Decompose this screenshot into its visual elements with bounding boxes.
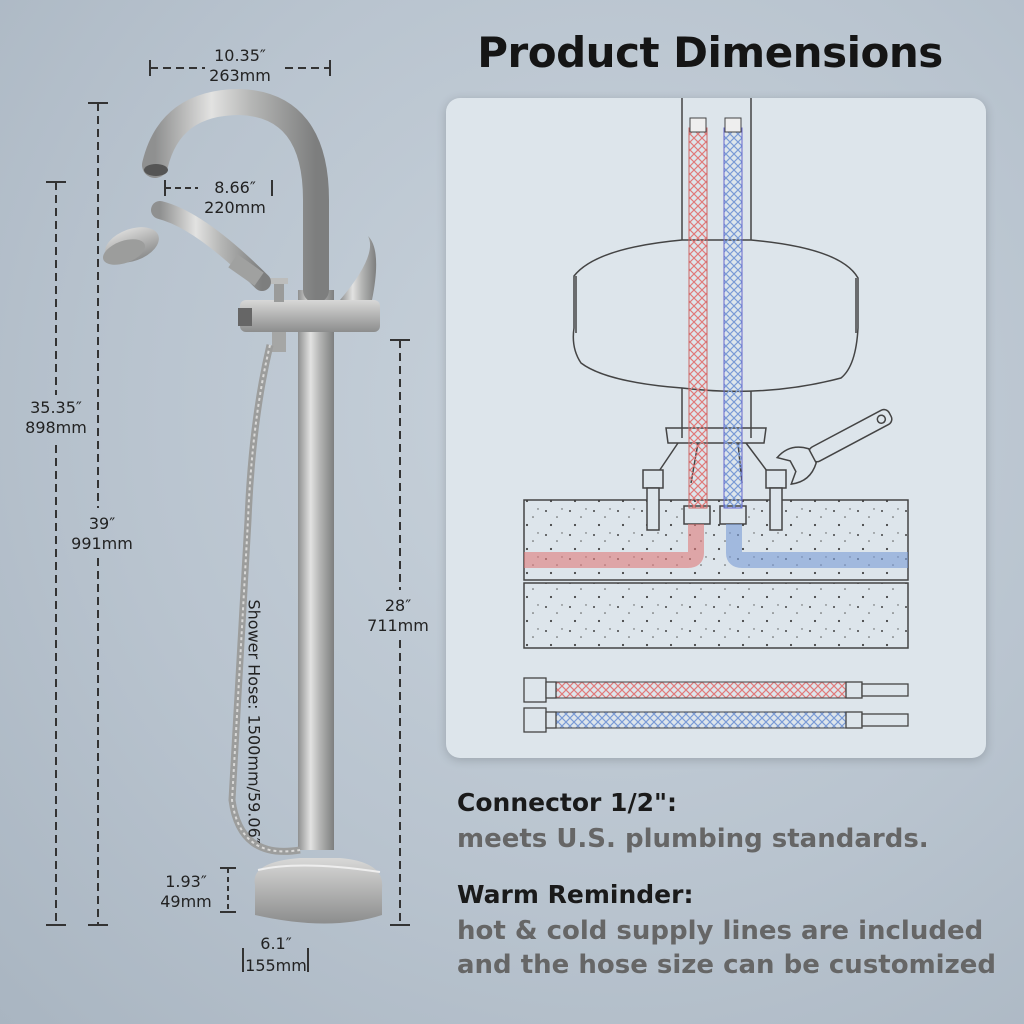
total-height-in: 39″ [88, 514, 116, 533]
faucet-spout [142, 88, 329, 303]
reminder-heading: Warm Reminder: [457, 880, 694, 909]
reminder-line-2: and the hose size can be customized [457, 950, 996, 980]
faucet-pipe [298, 290, 334, 850]
pipe-height-in: 28″ [384, 596, 412, 615]
top-width-mm: 263mm [209, 66, 271, 85]
base-width-in: 6.1″ [260, 934, 292, 953]
base-width-mm: 155mm [245, 956, 307, 975]
base-height-in: 1.93″ [165, 872, 207, 891]
reminder-line-1: hot & cold supply lines are included [457, 916, 984, 946]
top-width-in: 10.35″ [214, 46, 266, 65]
wrench-icon [775, 408, 893, 485]
spout-height-mm: 898mm [25, 418, 87, 437]
dimension-lines [46, 60, 410, 972]
shower-hose-label: Shower Hose: 1500mm/59.06″ [244, 599, 264, 844]
spout-height-in: 35.35″ [30, 398, 82, 417]
connector-text: meets U.S. plumbing standards. [457, 824, 929, 854]
connector-heading: Connector 1/2": [457, 788, 677, 817]
faucet-illustration [102, 88, 383, 924]
pipe-height-mm: 711mm [367, 616, 429, 635]
faucet-base [254, 858, 383, 924]
faucet-handle [340, 236, 377, 300]
installation-diagram [446, 98, 986, 758]
spout-reach-in: 8.66″ [214, 178, 256, 197]
page-title: Product Dimensions [477, 28, 943, 77]
total-height-mm: 991mm [71, 534, 133, 553]
base-height-mm: 49mm [160, 892, 212, 911]
reminder-text: hot & cold supply lines are included and… [457, 914, 1017, 982]
spout-reach-mm: 220mm [204, 198, 266, 217]
